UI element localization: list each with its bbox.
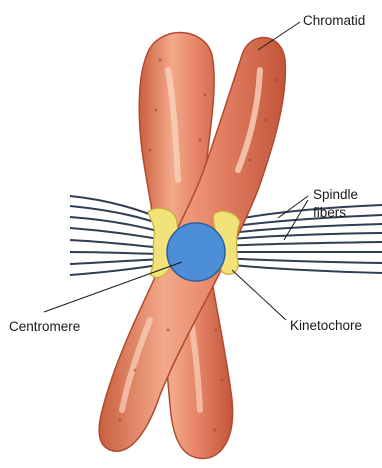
centromere bbox=[167, 223, 225, 281]
spindle-fibers-label: Spindle fibers bbox=[313, 186, 358, 222]
leader-kinetochore bbox=[232, 270, 286, 320]
centromere-label: Centromere bbox=[9, 319, 80, 335]
spindle-fibers-label-line1: Spindle bbox=[313, 186, 358, 204]
chromatid-label: Chromatid bbox=[303, 13, 365, 29]
spindle-fibers-label-line2: fibers bbox=[313, 204, 358, 222]
kinetochore-label: Kinetochore bbox=[290, 318, 362, 334]
